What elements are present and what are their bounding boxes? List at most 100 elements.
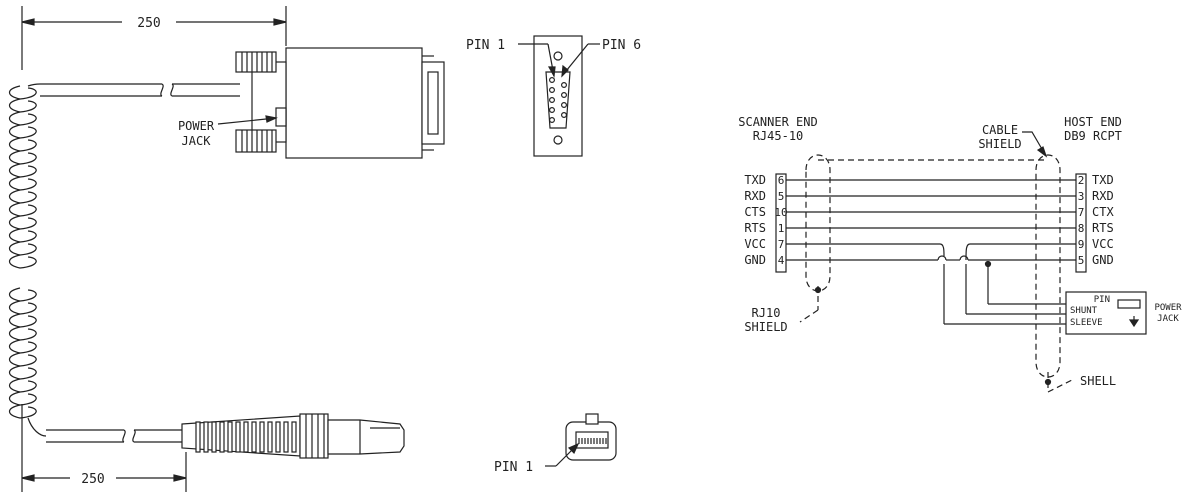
db9-pin [560,101,567,108]
coil-lower [8,287,37,419]
host-signal-name: VCC [1092,237,1114,251]
host-pin-number: 2 [1078,174,1085,187]
host-pin-number: 9 [1078,238,1085,251]
coil-loop [8,241,37,256]
power-jack-label-line1: POWER [178,119,215,133]
scanner-end-title: SCANNER END [738,115,817,129]
rj10-shield-node [814,286,822,294]
coil-loop [8,339,37,354]
strain-relief-rib [219,421,225,453]
host-end-connector: DB9 RCPT [1064,129,1122,143]
scanner-signal-name: RXD [744,189,766,203]
coil-loop [8,404,37,419]
rj45-plug-assembly [181,413,405,459]
db9-pin [548,116,555,123]
coil-loop [8,176,37,191]
db9-pin-array [548,76,567,123]
wire-crossover [959,255,969,261]
host-pin-number: 3 [1078,190,1085,203]
scanner-signal-name: CTS [744,205,766,219]
coil-loop [8,202,37,217]
wire [939,243,945,257]
strain-relief-rib [195,421,201,453]
coil-loop [8,98,37,113]
host-signal-name: TXD [1092,173,1114,187]
coil-loop [8,287,37,302]
coil-bottom-lead [27,417,47,437]
scanner-signal-name: GND [744,253,766,267]
strain-relief-rib [227,421,233,453]
rj45-pin1-label: PIN 1 [494,460,533,475]
coiled-cable [8,83,47,437]
dimension-bottom-value: 250 [81,472,104,487]
scanner-signal-name: TXD [744,173,766,187]
power-jack-box: PIN SHUNT SLEEVE POWER JACK [1065,291,1182,335]
coil-loop [8,254,37,269]
coil-upper [8,85,37,269]
coil-loop [8,352,37,367]
coil-loop [8,124,37,139]
coil-loop [8,391,37,406]
strain-relief-rib [211,421,217,453]
cable-assembly: 250 [8,6,445,492]
db9-pin [548,76,555,83]
coil-loop [8,313,37,328]
strain-relief-rib [283,421,289,453]
coil-loop [8,189,37,204]
db9-pin [560,91,567,98]
db9-connector-body: POWER JACK [178,47,445,159]
coil-loop [8,111,37,126]
wire-row: RXD 5 3 RXD [744,189,1113,203]
shell-label: SHELL [1080,374,1116,388]
strain-relief-ribs [195,421,297,453]
dimension-top: 250 [21,6,287,70]
power-jack-sleeve-label: SLEEVE [1070,318,1103,328]
coil-loop [8,228,37,243]
scanner-end-connector: RJ45-10 [753,129,804,143]
dimension-top-value: 250 [137,16,160,31]
coil-loop [8,150,37,165]
rj45-face-view: PIN 1 [494,413,617,475]
db9-pin [548,106,555,113]
strain-relief-rib [275,421,281,453]
host-end-title: HOST END [1064,115,1122,129]
db9-pin [560,81,567,88]
coil-loop [8,300,37,315]
coil-loop [8,326,37,341]
strain-relief-rib [243,421,249,453]
shell-node [1044,378,1052,386]
host-signal-name: CTX [1092,205,1114,219]
dimension-bottom: 250 [21,404,187,492]
host-pin-number: 8 [1078,222,1085,235]
scanner-pin-number: 5 [778,190,785,203]
rj10-shield-label-line1: RJ10 [752,306,781,320]
coil-loop [8,378,37,393]
coil-loop [8,85,37,100]
power-jack-title-line1: POWER [1154,303,1182,313]
host-signal-name: RXD [1092,189,1114,203]
host-signal-name: RTS [1092,221,1114,235]
thumbscrew-bottom [235,129,277,153]
scanner-pin-number: 1 [778,222,785,235]
wire-crossover [937,255,947,261]
coil-loop [8,215,37,230]
db9-face-view: PIN 1 PIN 6 [466,35,641,157]
power-jack-pin-label: PIN [1094,295,1110,305]
db9-pin [560,111,567,118]
strain-relief-rib [267,421,273,453]
cable-bottom-segment [46,429,182,443]
db9-pin6-label: PIN 6 [602,38,641,53]
host-pin-number: 5 [1078,254,1085,267]
coil-loop [8,365,37,380]
cable-top-segment [40,83,240,97]
scanner-pin-number: 4 [778,254,785,267]
scanner-pin-number: 7 [778,238,785,251]
db9-pin [548,96,555,103]
